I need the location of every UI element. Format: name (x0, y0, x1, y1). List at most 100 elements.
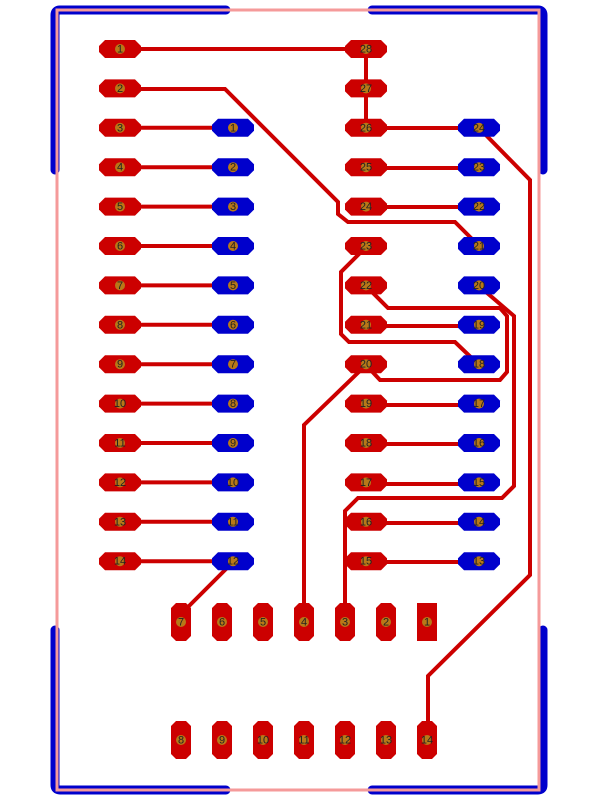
pad-label: 9 (230, 438, 236, 450)
pad-dip-2[interactable]: 2 (376, 603, 396, 641)
pad-left-red-14[interactable]: 14 (99, 552, 141, 571)
pad-right-blue-20[interactable]: 20 (458, 276, 500, 295)
pad-right-blue-17[interactable]: 17 (458, 394, 500, 413)
pad-right-red-26[interactable]: 26 (345, 118, 387, 137)
pad-label: 20 (473, 280, 485, 292)
pad-dip-4[interactable]: 4 (294, 603, 314, 641)
pad-left-red-5[interactable]: 5 (99, 197, 141, 216)
drill-hole (228, 477, 238, 488)
pad-right-blue-22[interactable]: 22 (458, 197, 500, 216)
drill-hole (115, 122, 125, 133)
pad-left-red-8[interactable]: 8 (99, 315, 141, 334)
pad-dip-9[interactable]: 9 (212, 721, 232, 759)
drill-hole (361, 162, 371, 173)
pad-dip-1[interactable]: 1 (417, 603, 437, 641)
pad-left-red-7[interactable]: 7 (99, 276, 141, 295)
pad-left-red-12[interactable]: 12 (99, 473, 141, 492)
pad-dip-13[interactable]: 13 (376, 721, 396, 759)
drill-hole (474, 516, 484, 527)
pad-right-blue-24[interactable]: 24 (458, 118, 500, 137)
pad-label: 22 (473, 201, 485, 213)
pad-label: 12 (227, 556, 239, 568)
pad-right-blue-14[interactable]: 14 (458, 512, 500, 531)
pad-left-red-11[interactable]: 11 (99, 434, 141, 452)
pad-dip-7[interactable]: 7 (171, 603, 191, 641)
pad-right-blue-23[interactable]: 23 (458, 158, 500, 177)
pad-right-red-24[interactable]: 24 (345, 197, 387, 216)
pad-label: 3 (230, 201, 236, 213)
pad-left-blue-4[interactable]: 4 (212, 237, 254, 255)
pad-dip-14[interactable]: 14 (417, 721, 437, 759)
pad-right-red-20[interactable]: 20 (345, 355, 387, 374)
pad-label: 24 (360, 201, 372, 213)
pad-left-red-10[interactable]: 10 (99, 394, 141, 413)
drill-hole (115, 398, 125, 409)
drill-hole (115, 162, 125, 173)
pads: 1234567891011121314123456789101112282726… (99, 40, 500, 759)
pad-right-blue-21[interactable]: 21 (458, 237, 500, 255)
pad-label: 20 (360, 359, 372, 371)
pad-left-blue-3[interactable]: 3 (212, 197, 254, 216)
pad-right-red-21[interactable]: 21 (345, 315, 387, 334)
drill-hole (228, 280, 238, 291)
drill-hole (361, 44, 371, 54)
pad-right-blue-19[interactable]: 19 (458, 315, 500, 334)
pad-left-red-13[interactable]: 13 (99, 512, 141, 531)
pad-right-blue-15[interactable]: 15 (458, 473, 500, 492)
trace (343, 284, 516, 622)
pad-left-blue-2[interactable]: 2 (212, 158, 254, 177)
pad-right-red-16[interactable]: 16 (345, 512, 387, 531)
pad-left-blue-8[interactable]: 8 (212, 394, 254, 413)
pad-dip-11[interactable]: 11 (294, 721, 314, 759)
pad-left-blue-9[interactable]: 9 (212, 434, 254, 452)
pad-right-red-22[interactable]: 22 (345, 276, 387, 295)
pad-right-red-28[interactable]: 28 (345, 40, 387, 58)
pad-right-red-27[interactable]: 27 (345, 79, 387, 98)
pad-dip-8[interactable]: 8 (171, 721, 191, 759)
pad-label: 10 (257, 735, 269, 747)
pad-dip-10[interactable]: 10 (253, 721, 273, 759)
pad-label: 6 (219, 617, 225, 629)
pad-left-blue-7[interactable]: 7 (212, 355, 254, 374)
pad-left-blue-6[interactable]: 6 (212, 315, 254, 334)
pad-label: 13 (380, 735, 392, 747)
pad-left-blue-12[interactable]: 12 (212, 552, 254, 571)
drill-hole (115, 359, 125, 370)
pad-right-red-19[interactable]: 19 (345, 394, 387, 413)
drill-hole (115, 438, 125, 448)
pad-left-blue-5[interactable]: 5 (212, 276, 254, 295)
pad-right-blue-13[interactable]: 13 (458, 552, 500, 571)
pad-right-red-18[interactable]: 18 (345, 434, 387, 452)
pad-left-red-1[interactable]: 1 (99, 40, 141, 58)
pad-dip-5[interactable]: 5 (253, 603, 273, 641)
pad-label: 23 (473, 162, 485, 174)
pad-right-blue-16[interactable]: 16 (458, 434, 500, 452)
pad-right-red-17[interactable]: 17 (345, 473, 387, 492)
pad-left-blue-11[interactable]: 11 (212, 512, 254, 531)
drill-hole (361, 477, 371, 488)
pad-dip-12[interactable]: 12 (335, 721, 355, 759)
trace (426, 126, 532, 740)
pad-dip-6[interactable]: 6 (212, 603, 232, 641)
pad-label: 2 (117, 83, 123, 95)
pad-label: 19 (473, 319, 485, 331)
pad-left-red-9[interactable]: 9 (99, 355, 141, 374)
pad-left-red-2[interactable]: 2 (99, 79, 141, 98)
drill-hole (115, 280, 125, 291)
pad-right-blue-18[interactable]: 18 (458, 355, 500, 374)
drill-hole (361, 280, 371, 291)
pad-label: 19 (360, 398, 372, 410)
drill-hole (228, 516, 238, 527)
pad-right-red-23[interactable]: 23 (345, 237, 387, 255)
pad-left-red-4[interactable]: 4 (99, 158, 141, 177)
pad-right-red-25[interactable]: 25 (345, 158, 387, 177)
pad-right-red-15[interactable]: 15 (345, 552, 387, 571)
pad-left-blue-1[interactable]: 1 (212, 118, 254, 137)
pad-left-blue-10[interactable]: 10 (212, 473, 254, 492)
pad-left-red-3[interactable]: 3 (99, 118, 141, 137)
pad-dip-3[interactable]: 3 (335, 603, 355, 641)
pad-label: 10 (114, 398, 126, 410)
pad-left-red-6[interactable]: 6 (99, 237, 141, 255)
pad-label: 4 (230, 241, 236, 253)
drill-hole (361, 359, 371, 370)
